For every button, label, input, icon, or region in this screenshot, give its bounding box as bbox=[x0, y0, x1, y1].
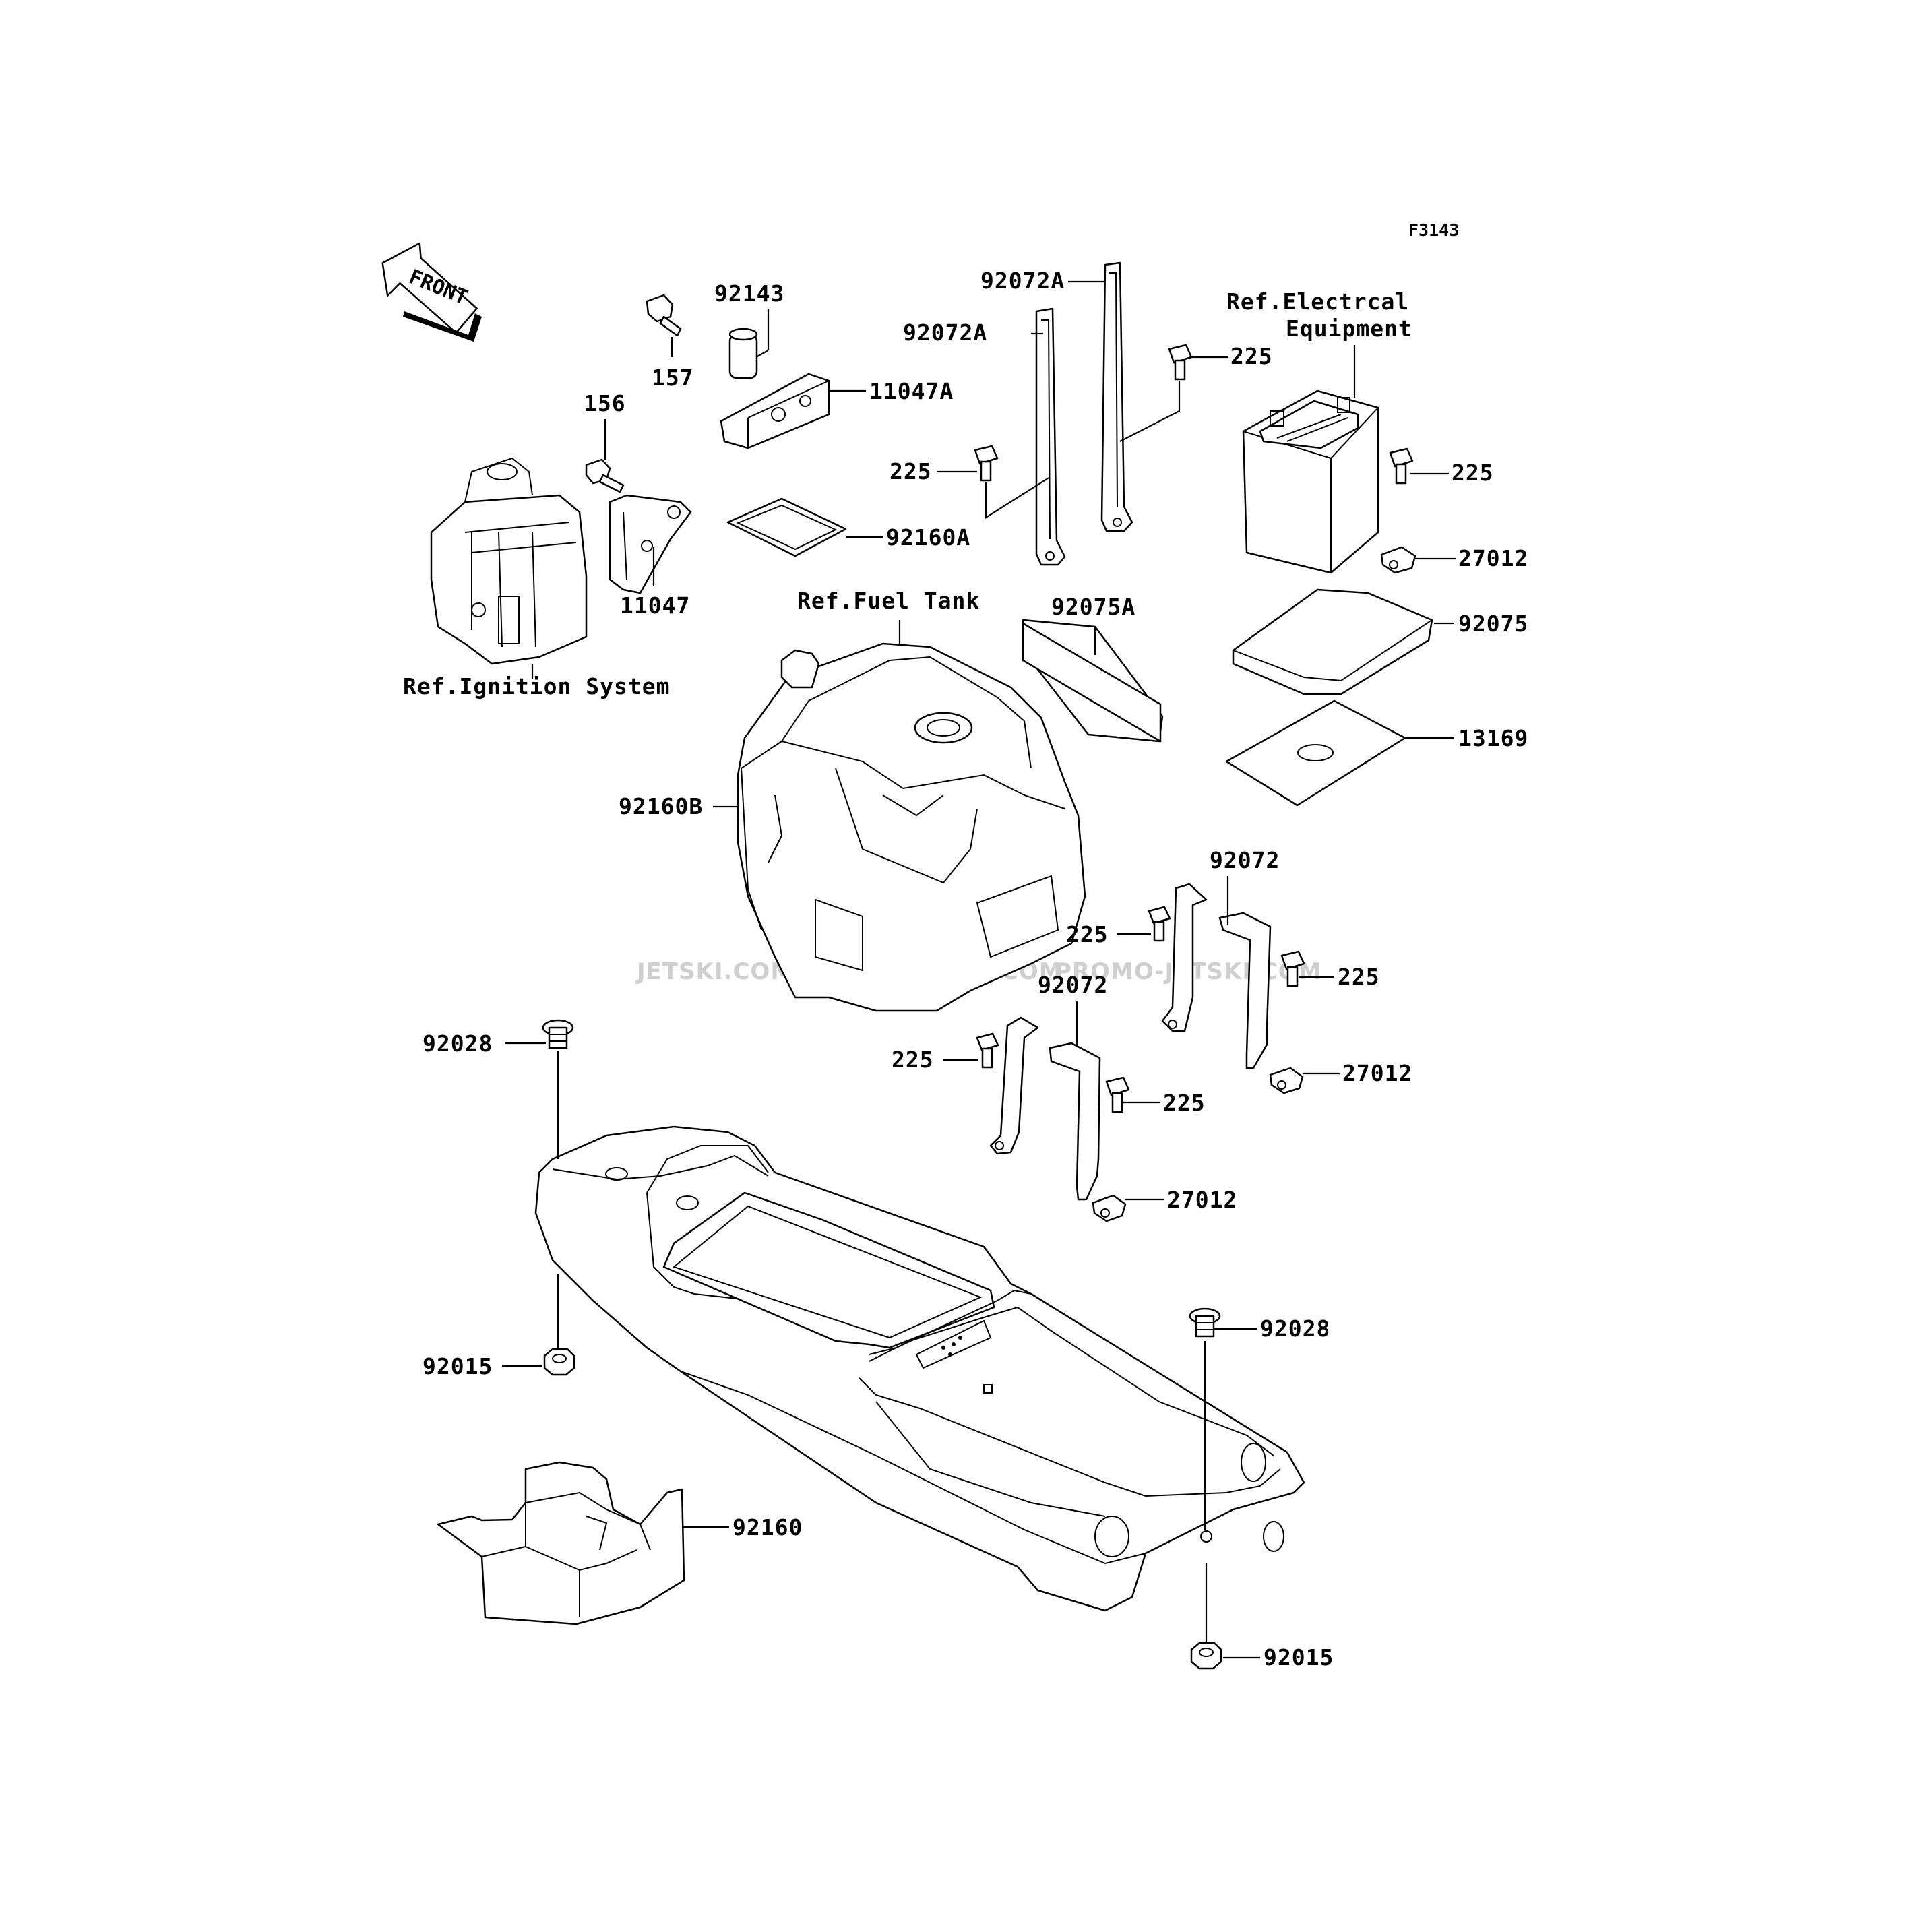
bolt-225-d bbox=[1148, 906, 1171, 942]
foam-92160 bbox=[437, 1461, 685, 1625]
bracket-11047A bbox=[720, 373, 830, 449]
label-27012-b: 27012 bbox=[1342, 1060, 1412, 1086]
label-156: 156 bbox=[584, 390, 626, 416]
label-92072-lower: 92072 bbox=[1038, 972, 1108, 998]
bolt-225-f bbox=[976, 1032, 999, 1069]
label-225-f: 225 bbox=[892, 1047, 934, 1073]
label-92072-upper: 92072 bbox=[1210, 847, 1280, 873]
fuel-tank bbox=[737, 642, 1086, 1012]
label-92028-right: 92028 bbox=[1260, 1315, 1330, 1342]
bolt-156 bbox=[585, 458, 625, 493]
label-92075A: 92075A bbox=[1051, 594, 1135, 620]
strap-92072A-left bbox=[1035, 307, 1066, 566]
strap-92072-upper-right bbox=[1218, 912, 1272, 1069]
nut-27012-b bbox=[1269, 1067, 1304, 1094]
label-92075: 92075 bbox=[1458, 611, 1528, 637]
bolt-225-b bbox=[974, 445, 999, 482]
ref-electrical-line1: Ref.Electrcal bbox=[1226, 288, 1409, 315]
label-92028-left: 92028 bbox=[423, 1030, 493, 1057]
label-92072A-right: 92072A bbox=[980, 268, 1065, 294]
label-27012-c: 27012 bbox=[1167, 1187, 1237, 1213]
front-arrow-icon: FRONT bbox=[381, 242, 482, 342]
nut-27012-a bbox=[1380, 546, 1416, 574]
label-92160A: 92160A bbox=[886, 524, 970, 551]
nut-27012-c bbox=[1092, 1194, 1127, 1222]
label-225-e: 225 bbox=[1338, 964, 1380, 990]
mat-92075 bbox=[1232, 588, 1433, 695]
plate-13169 bbox=[1225, 699, 1406, 807]
ignition-box bbox=[430, 457, 588, 665]
strap-92072A-right bbox=[1100, 261, 1133, 532]
strap-92072-lower-right bbox=[1049, 1042, 1101, 1201]
bolt-225-a bbox=[1168, 344, 1193, 381]
label-225-c: 225 bbox=[1452, 460, 1494, 486]
figure-code: F3143 bbox=[1408, 220, 1459, 240]
ref-electrical-line2: Equipment bbox=[1286, 315, 1412, 342]
strap-92072-lower-left bbox=[989, 1016, 1039, 1155]
bolt-225-g bbox=[1105, 1076, 1130, 1113]
nut-92015-right bbox=[1190, 1642, 1222, 1670]
label-92160: 92160 bbox=[733, 1514, 803, 1540]
label-13169: 13169 bbox=[1458, 725, 1528, 751]
label-92160B: 92160B bbox=[619, 793, 703, 819]
label-11047: 11047 bbox=[620, 592, 690, 619]
bracket-11047 bbox=[609, 494, 692, 594]
battery bbox=[1242, 389, 1379, 574]
label-27012-a: 27012 bbox=[1458, 545, 1528, 571]
plug-92028-right bbox=[1189, 1307, 1221, 1338]
label-225-g: 225 bbox=[1163, 1090, 1206, 1116]
nut-92015-left bbox=[543, 1348, 575, 1376]
pad-92160A bbox=[726, 497, 847, 557]
label-225-b: 225 bbox=[890, 458, 932, 485]
bolt-225-e bbox=[1280, 950, 1305, 987]
hull bbox=[534, 1125, 1305, 1612]
bolt-157 bbox=[646, 294, 682, 337]
label-225-d: 225 bbox=[1066, 921, 1109, 947]
ref-fuel-tank-label: Ref.Fuel Tank bbox=[797, 588, 980, 614]
bolt-225-c bbox=[1389, 447, 1414, 485]
label-225-a: 225 bbox=[1230, 343, 1273, 369]
label-92015-right: 92015 bbox=[1264, 1644, 1334, 1671]
ref-ignition-label: Ref.Ignition System bbox=[403, 673, 671, 699]
label-92072A-left: 92072A bbox=[903, 319, 987, 346]
collar-92143 bbox=[728, 328, 758, 379]
label-92143: 92143 bbox=[714, 280, 784, 307]
label-11047A: 11047A bbox=[869, 378, 954, 404]
label-92015-left: 92015 bbox=[423, 1353, 493, 1379]
strap-92072-upper-left bbox=[1161, 883, 1208, 1032]
watermark-1: JETSKI.COM bbox=[635, 958, 794, 985]
label-157: 157 bbox=[652, 365, 694, 391]
plug-92028-left bbox=[542, 1019, 574, 1049]
